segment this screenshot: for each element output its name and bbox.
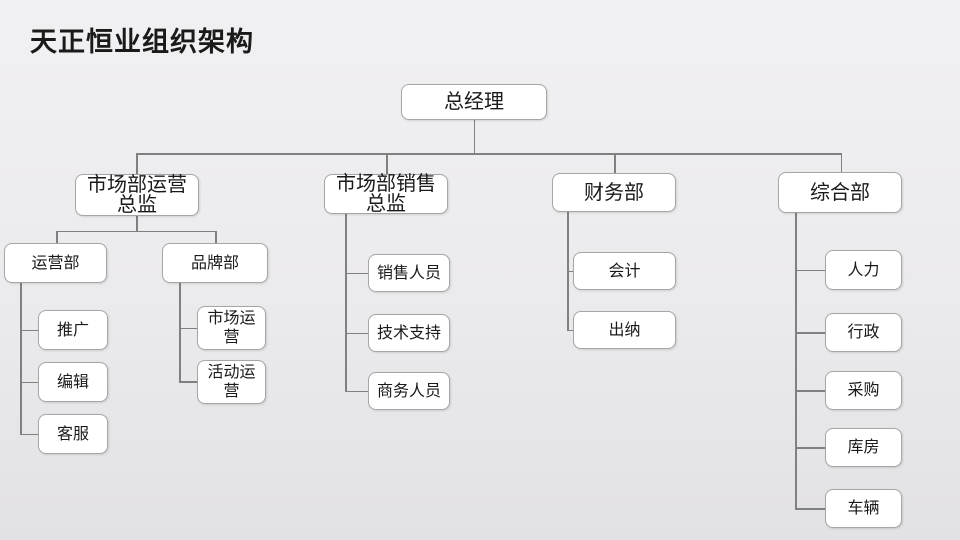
node-market-operations: 市场运营 <box>197 306 266 350</box>
node-tech-support: 技术支持 <box>368 314 450 352</box>
connector-stub-editor <box>20 381 38 383</box>
node-accounting: 会计 <box>573 252 676 290</box>
node-brand-dept: 品牌部 <box>162 243 268 283</box>
connector-stub-procurement <box>795 390 825 392</box>
node-general-affairs-dept: 综合部 <box>778 172 902 213</box>
connector-sales-spine <box>345 214 347 392</box>
connector-stub-sales-staff <box>345 272 368 274</box>
connector-brand-spine <box>179 283 181 383</box>
node-admin: 行政 <box>825 313 902 352</box>
connector-drop-branch2 <box>386 154 388 174</box>
connector-stub-accounting <box>567 270 573 272</box>
connector-drop-branch1 <box>136 154 138 174</box>
node-operations-dept: 运营部 <box>4 243 107 283</box>
node-event-operations: 活动运营 <box>197 360 266 404</box>
connector-stub-admin <box>795 332 825 334</box>
connector-drop-operations-dept <box>56 231 58 243</box>
node-cashier: 出纳 <box>573 311 676 349</box>
connector-ops-director-drop <box>136 216 138 231</box>
connector-stub-business-staff <box>345 390 368 392</box>
connector-stub-event-operations <box>179 381 197 383</box>
connector-stub-cashier <box>567 329 573 331</box>
connector-drop-brand-dept <box>215 231 217 243</box>
node-marketing-sales-director: 市场部销售总监 <box>324 174 448 214</box>
connector-ops-spine <box>56 230 216 232</box>
connector-stub-promotion <box>20 329 38 331</box>
node-promotion: 推广 <box>38 310 108 350</box>
connector-root-drop <box>473 120 475 154</box>
connector-drop-branch4 <box>840 154 842 172</box>
slide-title: 天正恒业组织架构 <box>30 27 254 57</box>
connector-operations-spine <box>20 283 22 435</box>
connector-general-spine <box>795 213 797 509</box>
connector-stub-hr <box>795 269 825 271</box>
node-finance-dept: 财务部 <box>552 173 676 212</box>
node-general-manager: 总经理 <box>401 84 547 120</box>
connector-stub-market-operations <box>179 327 197 329</box>
node-business-staff: 商务人员 <box>368 372 450 410</box>
connector-stub-warehouse <box>795 447 825 449</box>
node-editor: 编辑 <box>38 362 108 402</box>
node-sales-staff: 销售人员 <box>368 254 450 292</box>
connector-stub-tech-support <box>345 332 368 334</box>
node-customer-service: 客服 <box>38 414 108 454</box>
node-procurement: 采购 <box>825 371 902 410</box>
node-vehicles: 车辆 <box>825 489 902 528</box>
node-hr: 人力 <box>825 250 902 290</box>
node-warehouse: 库房 <box>825 428 902 467</box>
connector-stub-customer-service <box>20 433 39 435</box>
connector-top-spine <box>136 153 842 155</box>
connector-drop-branch3 <box>614 154 616 173</box>
connector-stub-vehicles <box>795 508 825 510</box>
node-marketing-ops-director: 市场部运营总监 <box>75 174 199 216</box>
